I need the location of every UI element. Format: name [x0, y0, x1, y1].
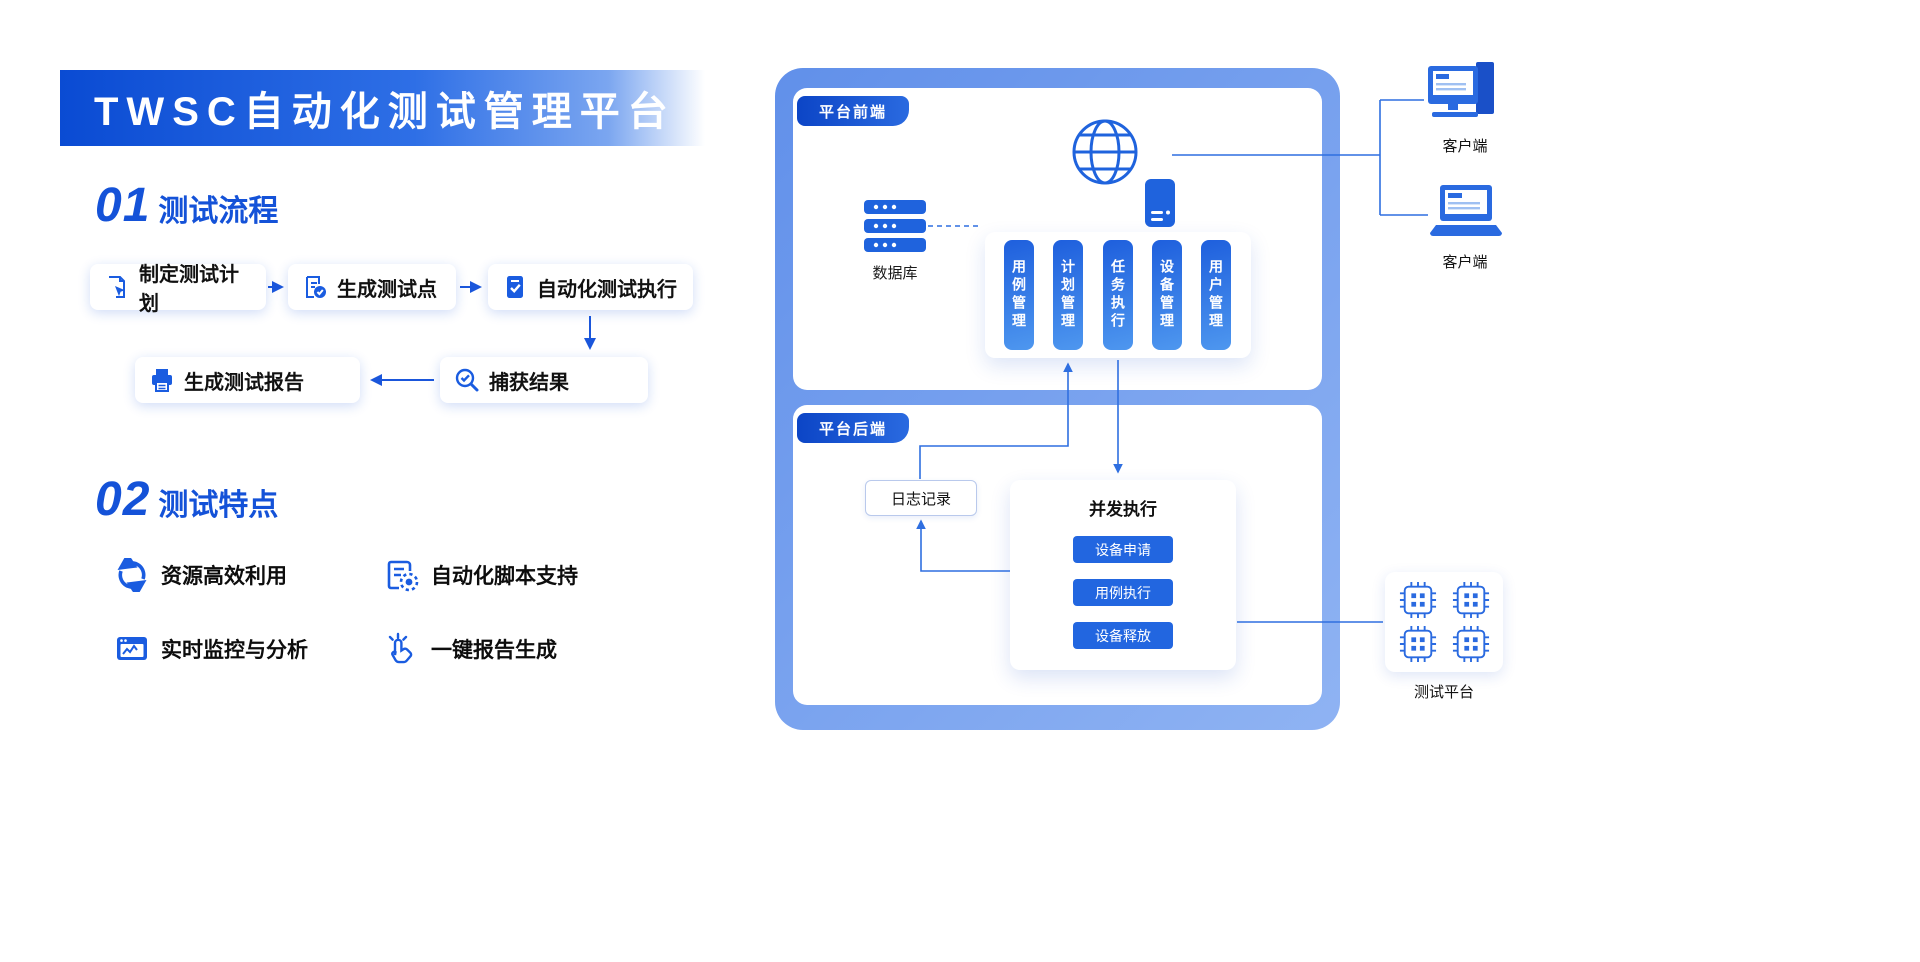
case-execute-button: 用例执行 [1073, 579, 1173, 606]
script-gear-icon [387, 560, 419, 592]
concurrent-exec-card: 并发执行 设备申请 用例执行 设备释放 [1010, 480, 1236, 670]
flow-step-generate-report: 生成测试报告 [135, 357, 360, 403]
server-icon [1145, 179, 1175, 227]
chip-icon [1451, 625, 1490, 663]
test-platform-card [1385, 572, 1503, 672]
module-pill-label: 用例管理 [1011, 259, 1027, 331]
concurrent-exec-title: 并发执行 [1089, 500, 1157, 519]
chip-icon [1451, 581, 1490, 619]
hand-click-icon [388, 632, 413, 664]
laptop-client-icon [1430, 185, 1502, 236]
recycle-icon [117, 558, 147, 592]
globe-icon [1072, 119, 1138, 185]
log-record-box: 日志记录 [865, 480, 977, 516]
flow-step-capture-result: 捕获结果 [440, 357, 648, 403]
chip-icon [1398, 625, 1437, 663]
module-pill-label: 设备管理 [1159, 259, 1175, 331]
device-request-button: 设备申请 [1073, 536, 1173, 563]
desktop-client-icon [1428, 62, 1494, 117]
flow-step-label: 制定测试计划 [139, 264, 239, 315]
database-label: 数据库 [872, 265, 918, 282]
module-pill-plan: 计划管理 [1053, 240, 1083, 350]
device-release-button: 设备释放 [1073, 622, 1173, 649]
feature-label: 资源高效利用 [161, 565, 287, 588]
feature-onekey-report: 一键报告生成 [385, 632, 557, 666]
title-banner: TWSC自动化测试管理平台 [60, 70, 705, 146]
backend-tab-label: 平台后端 [818, 420, 887, 438]
flow-step-label: 自动化测试执行 [537, 278, 677, 301]
section-flow-title: 测试流程 [158, 195, 279, 228]
doc-check-icon [306, 276, 326, 298]
module-pill-usecase: 用例管理 [1004, 240, 1034, 350]
section-flow-number: 01 [95, 179, 151, 232]
flow-step-label: 生成测试点 [337, 278, 437, 301]
module-pill-label: 计划管理 [1060, 259, 1076, 331]
search-check-icon [455, 368, 479, 392]
flow-step-label: 生成测试报告 [184, 371, 304, 394]
module-pill-user: 用户管理 [1201, 240, 1231, 350]
section-flow-header: 01 测试流程 [95, 178, 278, 233]
flow-step-create-plan: 制定测试计划 [90, 264, 266, 315]
feature-label: 一键报告生成 [431, 639, 557, 662]
module-pill-device: 设备管理 [1152, 240, 1182, 350]
feature-resource: 资源高效利用 [115, 558, 287, 592]
section-features-number: 02 [95, 473, 151, 526]
module-pill-label: 用户管理 [1208, 259, 1224, 331]
test-platform-label: 测试平台 [1413, 684, 1474, 701]
section-features-title: 测试特点 [158, 489, 279, 522]
doc-pen-icon [109, 276, 125, 298]
frontend-tab-label: 平台前端 [818, 103, 887, 121]
section-features-header: 02 测试特点 [95, 472, 278, 527]
feature-monitor: 实时监控与分析 [115, 632, 308, 666]
feature-label: 实时监控与分析 [161, 639, 308, 662]
printer-icon [152, 369, 172, 392]
chip-icon [1398, 581, 1437, 619]
log-record-label: 日志记录 [890, 490, 951, 508]
module-pill-label: 任务执行 [1110, 259, 1126, 331]
backend-tab: 平台后端 [797, 413, 909, 443]
flow-step-auto-execute: 自动化测试执行 [488, 264, 693, 310]
flow-step-label: 捕获结果 [489, 371, 569, 394]
page-title: TWSC自动化测试管理平台 [94, 90, 676, 134]
frontend-tab: 平台前端 [797, 96, 909, 126]
doc-run-icon [507, 276, 523, 298]
feature-label: 自动化脚本支持 [431, 565, 578, 588]
flow-step-generate-points: 生成测试点 [288, 264, 456, 310]
database-icon [864, 200, 926, 252]
client-top-label: 客户端 [1442, 138, 1488, 155]
feature-script: 自动化脚本支持 [385, 558, 578, 592]
client-bottom-label: 客户端 [1442, 254, 1488, 271]
module-pill-task: 任务执行 [1103, 240, 1133, 350]
monitor-chart-icon [117, 637, 147, 660]
